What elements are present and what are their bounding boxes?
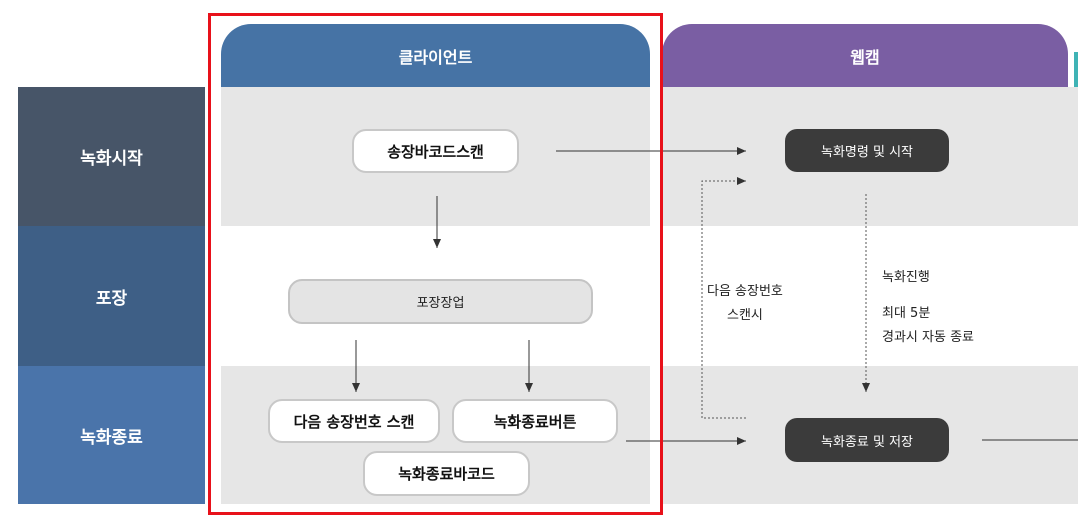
- stop-recording-barcode-step: 녹화종료바코드: [363, 451, 530, 496]
- max-duration-note-line1: 최대 5분: [882, 306, 931, 321]
- stop-recording-button-step: 녹화종료버튼: [452, 399, 618, 443]
- row-label-record-start: 녹화시작: [18, 87, 205, 226]
- next-scan-note-line2: 스캔시: [727, 308, 763, 323]
- record-command-start-step: 녹화명령 및 시작: [785, 129, 949, 172]
- row-label-packing: 포장: [18, 226, 205, 366]
- dotted-loop-next-scan: [701, 177, 746, 419]
- column-header-webcam: 웹캠: [662, 24, 1068, 87]
- next-scan-note-line1: 다음 송장번호: [707, 284, 783, 299]
- next-invoice-scan-step: 다음 송장번호 스캔: [268, 399, 440, 443]
- scan-invoice-barcode-step: 송장바코드스캔: [352, 129, 519, 173]
- next-column-edge: [1074, 52, 1078, 87]
- max-duration-note-line2: 경과시 자동 종료: [882, 330, 974, 345]
- column-header-client: 클라이언트: [221, 24, 650, 87]
- row-label-record-stop: 녹화종료: [18, 366, 205, 504]
- recording-progress-note: 녹화진행: [882, 270, 930, 285]
- record-stop-save-step: 녹화종료 및 저장: [785, 418, 949, 462]
- client-highlight-box: [208, 13, 663, 515]
- packing-step: 포장장업: [288, 279, 593, 324]
